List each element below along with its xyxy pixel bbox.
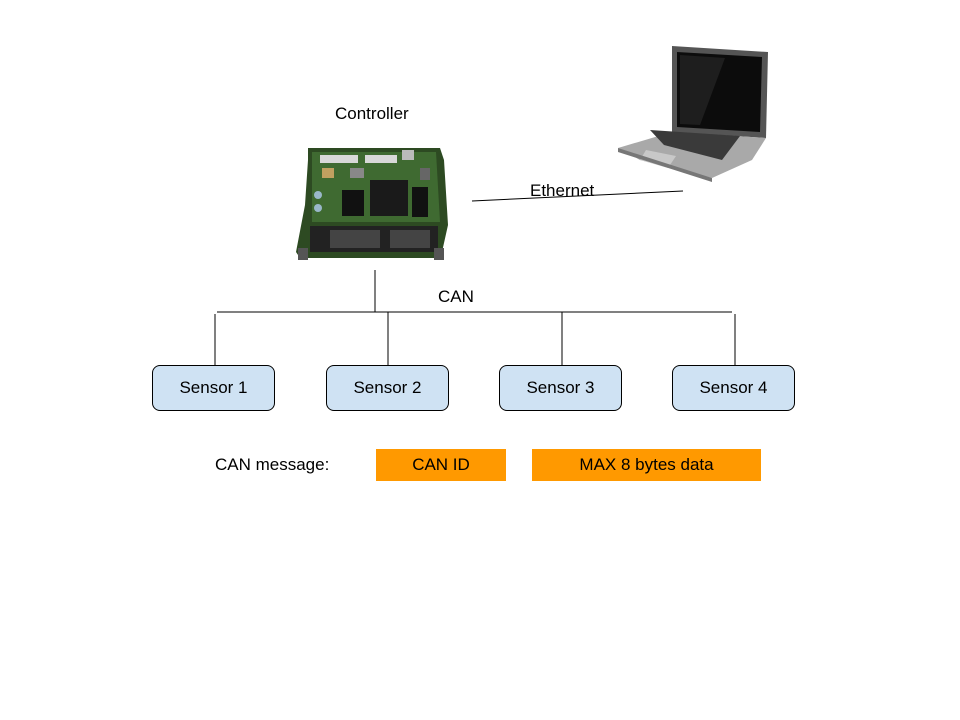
- sensor-1-node: Sensor 1: [152, 365, 275, 411]
- sensor-label: Sensor 2: [353, 378, 422, 397]
- controller-board-icon: [296, 148, 448, 260]
- ethernet-line: [471, 190, 684, 202]
- can-message-label: CAN message:: [215, 455, 330, 474]
- sensor-4-node: Sensor 4: [672, 365, 795, 411]
- field-label: CAN ID: [412, 455, 470, 474]
- can-id-field: CAN ID: [376, 449, 506, 481]
- data-field: MAX 8 bytes data: [532, 449, 761, 481]
- controller-label: Controller: [335, 104, 409, 123]
- ethernet-label: Ethernet: [530, 181, 595, 200]
- sensor-label: Sensor 4: [699, 378, 768, 397]
- can-bus-label: CAN: [438, 287, 474, 306]
- sensor-label: Sensor 1: [179, 378, 248, 397]
- sensor-2-node: Sensor 2: [326, 365, 449, 411]
- sensor-label: Sensor 3: [526, 378, 595, 397]
- laptop-icon: [618, 46, 768, 182]
- sensor-3-node: Sensor 3: [499, 365, 622, 411]
- field-label: MAX 8 bytes data: [579, 455, 714, 474]
